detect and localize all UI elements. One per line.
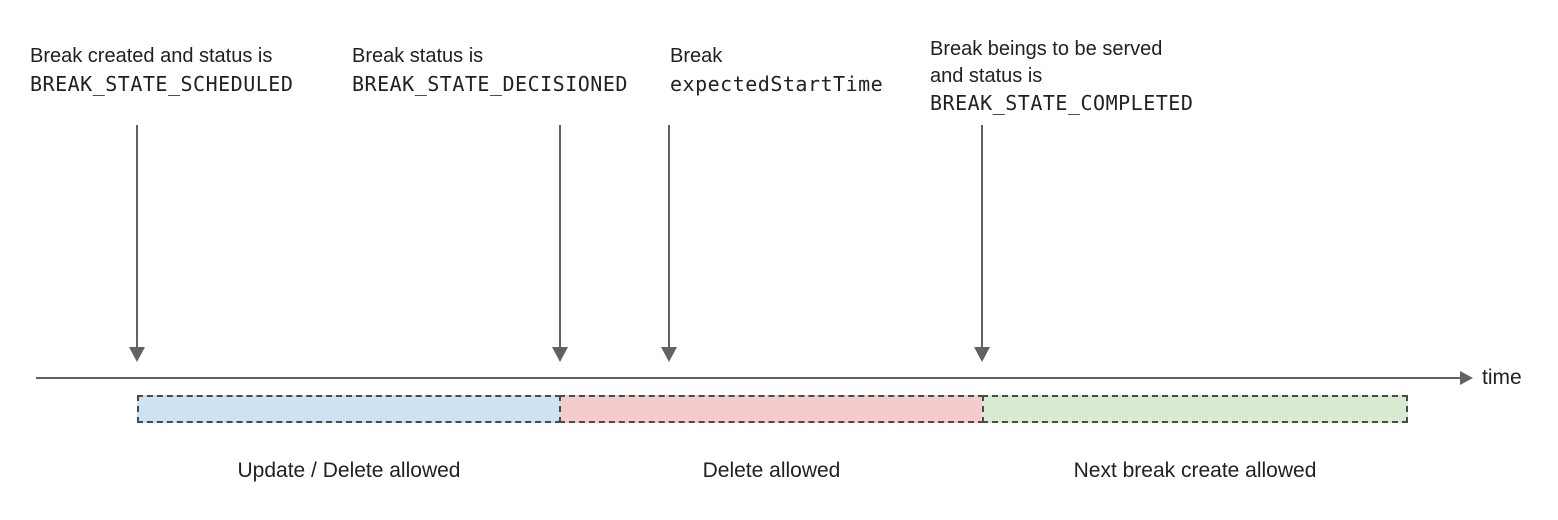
arrow-shaft <box>136 125 138 347</box>
segment-next-break-create-allowed <box>982 395 1408 423</box>
segment-label-next-break-create: Next break create allowed <box>1073 459 1317 482</box>
annotation-code: expectedStartTime <box>670 72 884 96</box>
annotation-text: Break status is <box>352 45 484 67</box>
annotation-text: Break <box>670 45 723 67</box>
arrow-down-icon <box>974 347 990 362</box>
segment-label-update-delete: Update / Delete allowed <box>237 459 461 482</box>
annotation-code: BREAK_STATE_DECISIONED <box>352 72 628 96</box>
segment-label-delete: Delete allowed <box>702 459 841 482</box>
annotation-break-scheduled: Break created and status is BREAK_STATE_… <box>30 42 293 98</box>
segment-update-delete-allowed <box>137 395 561 423</box>
arrow-shaft <box>559 125 561 347</box>
annotation-text: Break beings to be served <box>930 38 1163 60</box>
arrow-shaft <box>668 125 670 347</box>
arrow-down-icon <box>552 347 568 362</box>
segment-delete-allowed <box>559 395 984 423</box>
annotation-text: and status is <box>930 65 1043 87</box>
annotation-text: Break created and status is <box>30 45 273 67</box>
arrow-right-icon <box>1460 371 1473 385</box>
timeline-axis-label: time <box>1482 366 1522 389</box>
timeline-axis <box>36 377 1460 379</box>
annotation-break-decisioned: Break status is BREAK_STATE_DECISIONED <box>352 42 628 98</box>
arrow-down-icon <box>661 347 677 362</box>
annotation-code: BREAK_STATE_COMPLETED <box>930 91 1194 115</box>
annotation-break-completed: Break beings to be served and status is … <box>930 36 1193 117</box>
annotation-code: BREAK_STATE_SCHEDULED <box>30 72 294 96</box>
arrow-down-icon <box>129 347 145 362</box>
arrow-shaft <box>981 125 983 347</box>
annotation-expected-start-time: Break expectedStartTime <box>670 42 883 98</box>
